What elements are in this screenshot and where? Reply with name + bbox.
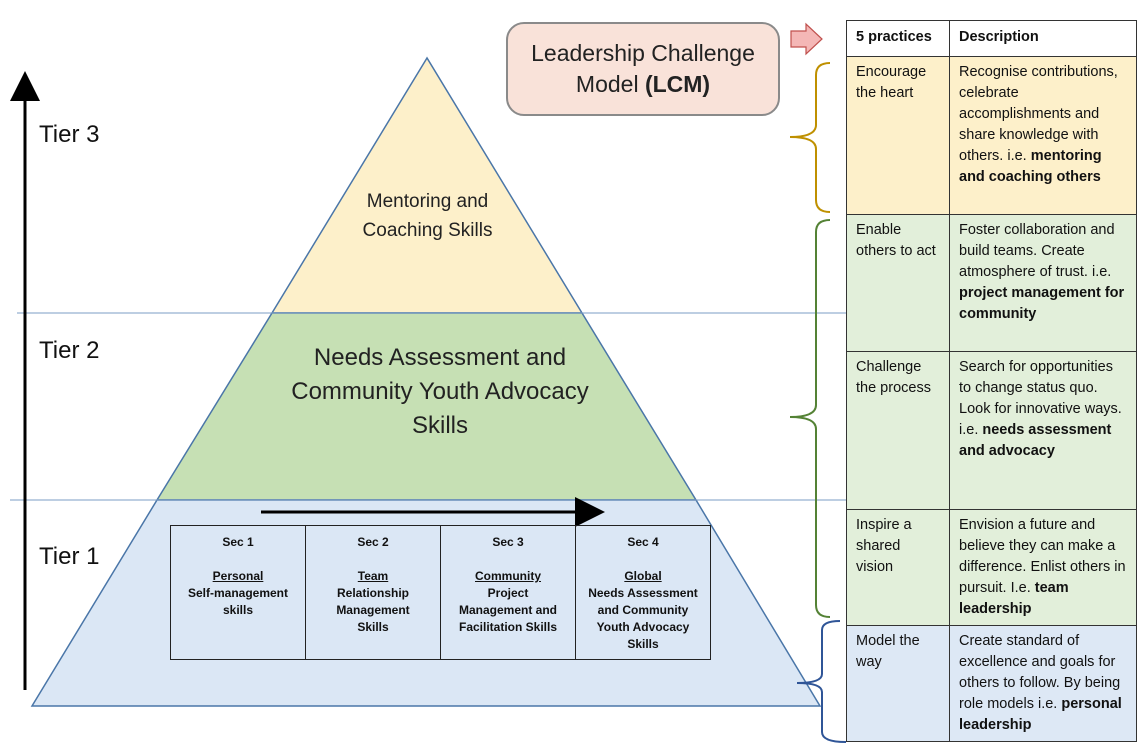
tier2-text-line3: Skills xyxy=(411,412,468,439)
sections-table: Sec 1 Personal Self-management skills Se… xyxy=(170,525,711,660)
description-text: Envision a future and believe they can m… xyxy=(959,517,1126,596)
bracket-green xyxy=(789,219,831,618)
tier2-label: Tier 2 xyxy=(39,337,100,364)
description-text: Create standard of excellence and goals … xyxy=(959,633,1121,712)
practice-cell: Inspire a shared vision xyxy=(846,509,950,626)
bracket-gold xyxy=(789,62,831,213)
description-text: Foster collaboration and build teams. Cr… xyxy=(959,222,1115,280)
tier1-label: Tier 1 xyxy=(39,543,100,570)
description-bold: personal leadership xyxy=(959,696,1122,733)
section-number: Sec 4 xyxy=(627,535,659,549)
header-description: Description xyxy=(949,20,1137,57)
lcm-title-bold: (LCM) xyxy=(644,71,711,97)
description-cell: Foster collaboration and build teams. Cr… xyxy=(949,214,1137,352)
table-row: Challenge the process Search for opportu… xyxy=(846,351,1137,510)
description-text: Recognise contributions, celebrate accom… xyxy=(959,64,1118,164)
section-level: Global xyxy=(624,569,662,583)
table-row: Model the way Create standard of excelle… xyxy=(846,625,1137,742)
table-row: Enable others to act Foster collaboratio… xyxy=(846,214,1137,352)
section-level: Personal xyxy=(212,569,264,583)
section-level: Community xyxy=(475,569,541,583)
practice-cell: Model the way xyxy=(846,625,950,742)
table-row: Inspire a shared vision Envision a futur… xyxy=(846,509,1137,626)
table-header-row: 5 practices Description xyxy=(846,20,1137,57)
tier3-skill-text: Mentoring and Coaching Skills xyxy=(320,187,535,245)
description-bold: mentoring and coaching others xyxy=(959,148,1102,185)
description-bold: project management for community xyxy=(959,285,1125,322)
section-number: Sec 1 xyxy=(222,535,254,549)
practice-cell: Encourage the heart xyxy=(846,56,950,215)
section-description: Needs Assessment and Community Youth Adv… xyxy=(588,586,698,651)
practices-table: 5 practices Description Encourage the he… xyxy=(846,20,1137,742)
lcm-title-plain: Model xyxy=(575,71,645,97)
tier3-label: Tier 3 xyxy=(39,121,100,148)
header-practices: 5 practices xyxy=(846,20,950,57)
section-description: Self-management skills xyxy=(187,586,289,617)
description-bold: team leadership xyxy=(959,580,1069,617)
section-description: Project Management and Facilitation Skil… xyxy=(458,586,558,634)
practice-cell: Challenge the process xyxy=(846,351,950,510)
description-cell: Search for opportunities to change statu… xyxy=(949,351,1137,510)
section-number: Sec 3 xyxy=(492,535,524,549)
description-bold: needs assessment and advocacy xyxy=(959,422,1112,459)
description-cell: Envision a future and believe they can m… xyxy=(949,509,1137,626)
pink-arrow-icon xyxy=(790,22,823,56)
section-cell: Sec 1 Personal Self-management skills xyxy=(170,525,306,660)
tier2-text-line1: Needs Assessment and xyxy=(313,344,567,371)
lcm-title-line2: Model (LCM) xyxy=(531,69,755,100)
lcm-title-box: Leadership Challenge Model (LCM) xyxy=(506,22,780,116)
section-cell: Sec 3 Community Project Management and F… xyxy=(440,525,576,660)
section-cell: Sec 2 Team Relationship Management Skill… xyxy=(305,525,441,660)
description-cell: Create standard of excellence and goals … xyxy=(949,625,1137,742)
description-text: Search for opportunities to change statu… xyxy=(959,359,1122,438)
section-level: Team xyxy=(357,569,389,583)
lcm-title-line1: Leadership Challenge xyxy=(531,39,755,66)
section-description: Relationship Management Skills xyxy=(336,586,410,634)
description-cell: Recognise contributions, celebrate accom… xyxy=(949,56,1137,215)
bracket-navy xyxy=(796,620,847,743)
table-row: Encourage the heart Recognise contributi… xyxy=(846,56,1137,215)
tier3-text-line2: Coaching Skills xyxy=(362,220,493,241)
tier3-text-line1: Mentoring and xyxy=(366,191,489,212)
tier2-skill-text: Needs Assessment and Community Youth Adv… xyxy=(240,341,640,443)
section-cell: Sec 4 Global Needs Assessment and Commun… xyxy=(575,525,711,660)
practice-cell: Enable others to act xyxy=(846,214,950,352)
section-number: Sec 2 xyxy=(357,535,389,549)
tier2-text-line2: Community Youth Advocacy xyxy=(291,378,589,405)
